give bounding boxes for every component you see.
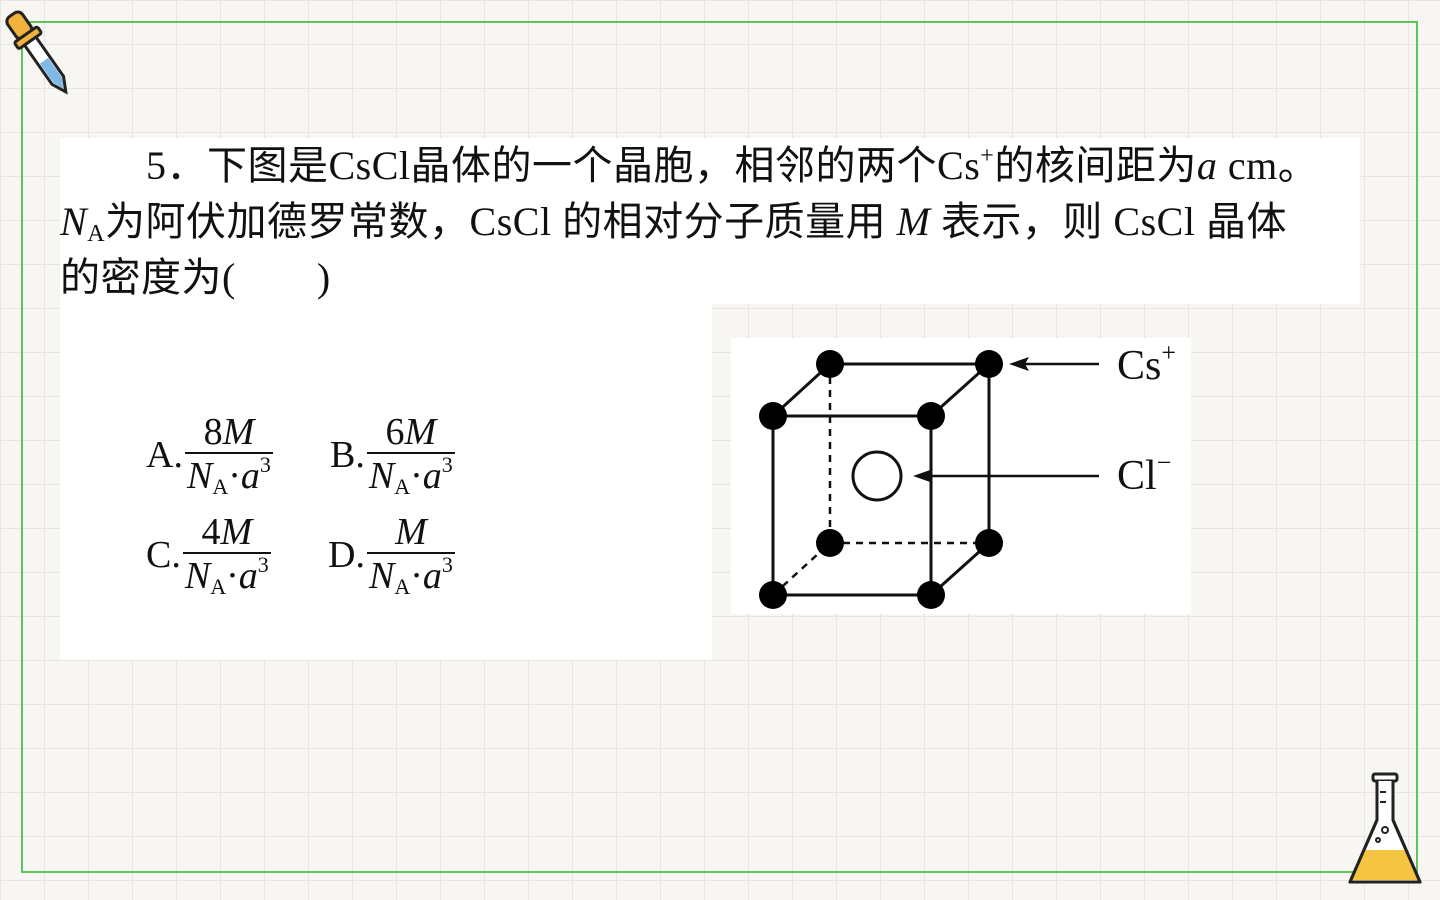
den-exp: 3 bbox=[441, 452, 453, 477]
fraction-denominator: NA·a3 bbox=[367, 554, 455, 598]
option-d[interactable]: D. M NA·a3 bbox=[328, 512, 455, 598]
q-text-seg: 的核间距为 bbox=[994, 143, 1197, 188]
option-fraction: 6M NA·a3 bbox=[366, 412, 455, 498]
num-var: M bbox=[404, 411, 437, 453]
crystal-cell-figure: Cs+ Cl− bbox=[731, 338, 1191, 614]
q-text-seg: 晶体 bbox=[1205, 199, 1287, 244]
cs-label-charge: + bbox=[1161, 338, 1177, 367]
cs-atom bbox=[917, 402, 945, 430]
cs-atom bbox=[816, 529, 844, 557]
den-dot: · bbox=[410, 555, 423, 597]
question-number: 5 bbox=[146, 143, 167, 188]
den-exp: 3 bbox=[257, 552, 269, 577]
flask-icon bbox=[1348, 772, 1422, 884]
q-text-sup: + bbox=[980, 143, 995, 169]
q-text-seg: cm。 bbox=[1217, 143, 1319, 188]
cs-atom bbox=[975, 529, 1003, 557]
den-sub: A bbox=[212, 474, 229, 499]
den-sub: A bbox=[394, 574, 411, 599]
page-frame bbox=[21, 21, 1418, 873]
den-sub: A bbox=[210, 574, 227, 599]
options-box: A. 8M NA·a3 B. 6M NA·a3 C. 4M NA·a3 D. M… bbox=[60, 304, 712, 660]
num-coef: 6 bbox=[385, 411, 405, 453]
cl-arrow-head bbox=[913, 469, 933, 483]
cs-label-text: Cs bbox=[1117, 343, 1162, 389]
den-sub: A bbox=[394, 474, 411, 499]
fraction-numerator: M bbox=[391, 512, 431, 552]
option-c[interactable]: C. 4M NA·a3 bbox=[146, 512, 271, 598]
option-fraction: M NA·a3 bbox=[366, 512, 455, 598]
den-n: N bbox=[184, 555, 211, 597]
question-line-3: 的密度为( ) bbox=[60, 255, 331, 300]
q-text-seg: Cs bbox=[937, 143, 981, 188]
question-line-2: NA为阿伏加德罗常数，CsCl 的相对分子质量用 M 表示，则 CsCl 晶体 bbox=[60, 194, 1360, 250]
num-var: M bbox=[220, 511, 253, 553]
cs-atom bbox=[975, 350, 1003, 378]
den-dot: · bbox=[410, 455, 423, 497]
den-n: N bbox=[368, 455, 395, 497]
num-coef: 4 bbox=[201, 511, 221, 553]
num-var: M bbox=[222, 411, 255, 453]
option-fraction: 8M NA·a3 bbox=[184, 412, 273, 498]
den-exp: 3 bbox=[441, 552, 453, 577]
fraction-denominator: NA·a3 bbox=[367, 454, 455, 498]
fraction-denominator: NA·a3 bbox=[185, 454, 273, 498]
fraction-numerator: 6M bbox=[381, 412, 440, 452]
cl-label-charge: − bbox=[1156, 448, 1172, 477]
q-text-seg: CsCl bbox=[469, 199, 552, 244]
den-n: N bbox=[368, 555, 395, 597]
fraction-denominator: NA·a3 bbox=[183, 554, 271, 598]
den-a: a bbox=[422, 555, 442, 597]
fraction-bar bbox=[182, 552, 271, 554]
cs-atom bbox=[816, 350, 844, 378]
q-text-sub: A bbox=[87, 221, 106, 247]
den-a: a bbox=[422, 455, 442, 497]
option-fraction: 4M NA·a3 bbox=[182, 512, 271, 598]
cl-atom bbox=[851, 450, 903, 502]
option-letter: D. bbox=[328, 534, 365, 576]
fraction-numerator: 4M bbox=[197, 512, 256, 552]
fraction-numerator: 8M bbox=[200, 412, 259, 452]
den-n: N bbox=[186, 455, 213, 497]
num-coef: 8 bbox=[203, 411, 223, 453]
cs-atom bbox=[759, 581, 787, 609]
fraction-bar bbox=[366, 452, 455, 454]
q-text-seg: 表示，则 bbox=[940, 199, 1103, 244]
option-a[interactable]: A. 8M NA·a3 bbox=[146, 412, 273, 498]
option-b[interactable]: B. 6M NA·a3 bbox=[330, 412, 455, 498]
question-box: 5．下图是CsCl晶体的一个晶胞，相邻的两个Cs+的核间距为a cm。 NA为阿… bbox=[60, 138, 1360, 304]
q-text-var: N bbox=[60, 199, 88, 244]
fraction-bar bbox=[184, 452, 273, 454]
q-text-seg: CsCl bbox=[328, 143, 411, 188]
q-text-seg: ．下图是 bbox=[166, 143, 329, 188]
den-exp: 3 bbox=[259, 452, 271, 477]
fraction-bar bbox=[366, 552, 455, 554]
cs-atom bbox=[917, 581, 945, 609]
den-a: a bbox=[238, 555, 258, 597]
option-letter: B. bbox=[330, 434, 365, 476]
q-text-seg: 的相对分子质量用 bbox=[562, 199, 887, 244]
option-letter: A. bbox=[146, 434, 183, 476]
q-text-var: M bbox=[896, 199, 931, 244]
q-text-seg: 为阿伏加德罗常数， bbox=[105, 199, 470, 244]
den-dot: · bbox=[226, 555, 239, 597]
den-a: a bbox=[240, 455, 260, 497]
q-text-seg: 晶体的一个晶胞，相邻的两个 bbox=[410, 143, 938, 188]
cs-arrow-head bbox=[1009, 357, 1029, 371]
cl-label: Cl− bbox=[1117, 450, 1171, 500]
option-letter: C. bbox=[146, 534, 181, 576]
q-text-seg: CsCl bbox=[1113, 199, 1196, 244]
den-dot: · bbox=[228, 455, 241, 497]
cs-atom bbox=[759, 402, 787, 430]
cl-label-text: Cl bbox=[1117, 453, 1157, 499]
cs-label: Cs+ bbox=[1117, 340, 1176, 390]
question-text: 5．下图是CsCl晶体的一个晶胞，相邻的两个Cs+的核间距为a cm。 NA为阿… bbox=[60, 138, 1360, 306]
num-var: M bbox=[395, 511, 427, 553]
unit-cell-diagram bbox=[759, 350, 1099, 609]
question-line-1: 5．下图是CsCl晶体的一个晶胞，相邻的两个Cs+的核间距为a cm。 bbox=[60, 138, 1360, 194]
q-text-var: a bbox=[1196, 143, 1218, 188]
dropper-icon bbox=[5, 10, 68, 95]
